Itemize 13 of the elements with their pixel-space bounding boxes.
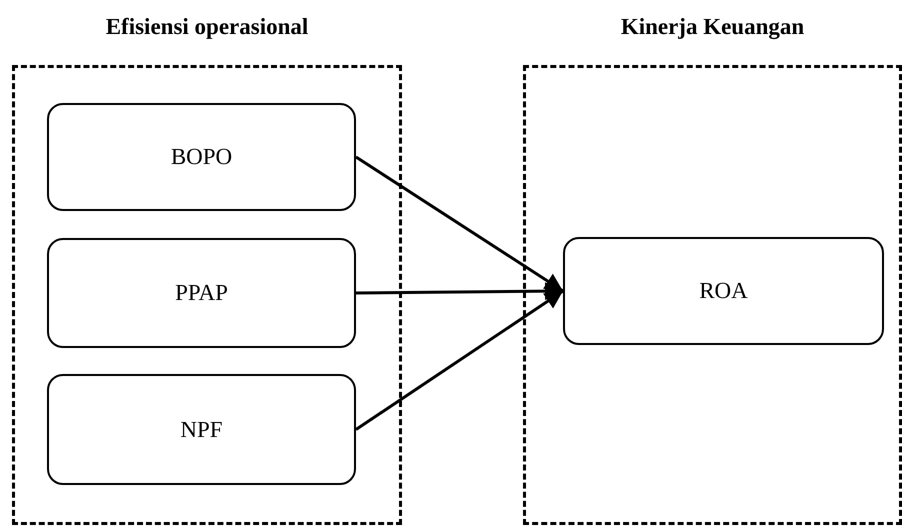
box-label: NPF bbox=[180, 416, 223, 442]
arrow bbox=[355, 290, 564, 431]
rounded-box bbox=[47, 374, 356, 485]
box-label: ROA bbox=[699, 278, 748, 304]
group-heading: Efisiensi operasional bbox=[104, 14, 310, 40]
arrow bbox=[355, 156, 564, 292]
box-label: PPAP bbox=[175, 280, 228, 306]
rounded-box bbox=[563, 237, 884, 345]
group-heading: Kinerja Keuangan bbox=[620, 14, 806, 40]
box-label: BOPO bbox=[170, 144, 232, 170]
arrow bbox=[356, 282, 564, 300]
rounded-box bbox=[47, 103, 356, 211]
rounded-box bbox=[47, 238, 356, 348]
